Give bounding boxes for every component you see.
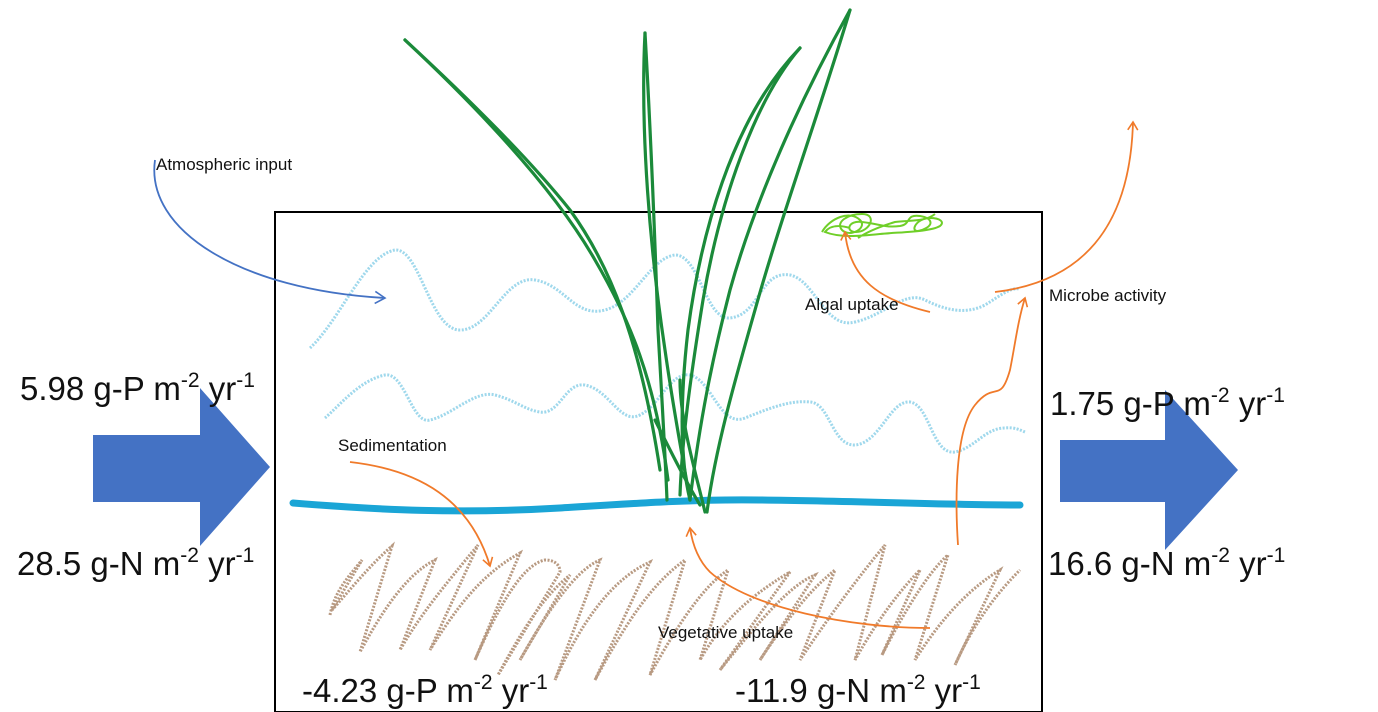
storage-nitrogen-label: -11.9 g-N m-2 yr-1 <box>735 671 981 709</box>
inflow-phosphorus-label: 5.98 g-P m-2 yr-1 <box>20 369 255 407</box>
outflow-arrow <box>1060 390 1238 550</box>
sediment-surface-line <box>289 496 1024 515</box>
storage-phosphorus-label: -4.23 g-P m-2 yr-1 <box>302 671 548 709</box>
wetland-box <box>274 211 1043 712</box>
outflow-nitrogen-label: 16.6 g-N m-2 yr-1 <box>1048 544 1285 582</box>
sediment-release-arrow <box>955 296 1029 546</box>
sedimentation-label: Sedimentation <box>338 436 447 455</box>
algal-uptake-label: Algal uptake <box>805 295 899 314</box>
sedimentation-arrow <box>349 461 494 568</box>
inflow-nitrogen-label: 28.5 g-N m-2 yr-1 <box>17 544 254 582</box>
sediment-zigzag <box>328 541 1022 681</box>
algal-uptake-arrow <box>840 230 931 313</box>
inflow-arrow <box>93 388 270 546</box>
water-wave-lower <box>324 373 1026 454</box>
water-wave-upper <box>308 248 1021 350</box>
microbe-activity-arrow <box>994 120 1139 293</box>
atmospheric-input-label: Atmospheric input <box>156 155 292 174</box>
atmospheric-input-arrow <box>153 159 387 305</box>
vegetative-uptake-label: Vegetative uptake <box>658 623 793 642</box>
algae-icon <box>821 212 943 239</box>
plant-icon <box>403 8 852 514</box>
outflow-phosphorus-label: 1.75 g-P m-2 yr-1 <box>1050 384 1285 422</box>
microbe-activity-label: Microbe activity <box>1049 286 1167 305</box>
vegetative-uptake-arrow <box>685 526 931 629</box>
